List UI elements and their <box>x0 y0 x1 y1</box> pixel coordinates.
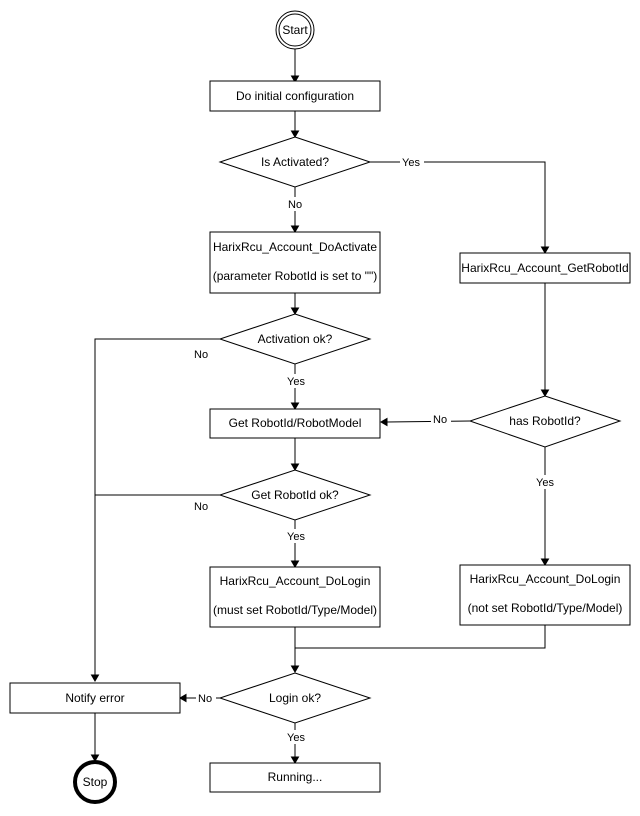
arrowhead <box>90 674 100 682</box>
edge-is-activated-yes <box>370 161 546 247</box>
arrowhead <box>540 558 550 566</box>
start-label: Start <box>282 23 308 37</box>
do-login-left-node: HarixRcu_Account_DoLogin (must set Robot… <box>209 566 381 628</box>
do-activate-label-2: (parameter RobotId is set to "") <box>213 269 378 283</box>
login-ok-label: Login ok? <box>269 691 321 705</box>
do-login-left-label-2: (must set RobotId/Type/Model) <box>213 603 377 617</box>
stop-label: Stop <box>83 775 108 789</box>
do-activate-label-1: HarixRcu_Account_DoActivate <box>213 240 377 254</box>
do-login-right-label-2: (not set RobotId/Type/Model) <box>468 601 623 615</box>
label-has-robotid-no: No <box>433 414 447 426</box>
initial-config-node: Do initial configuration <box>209 80 381 112</box>
label-activation-ok-yes: Yes <box>287 376 305 388</box>
arrowhead <box>290 75 300 83</box>
start-node: Start <box>275 10 315 50</box>
initial-config-label: Do initial configuration <box>236 89 354 103</box>
label-login-ok-no: No <box>198 693 212 705</box>
label-get-robotid-ok-yes: Yes <box>287 531 305 543</box>
do-login-right-node: HarixRcu_Account_DoLogin (not set RobotI… <box>459 564 631 626</box>
stop-node: Stop <box>73 760 117 804</box>
get-robot-id-ok-decision: Get RobotId ok? <box>218 469 372 521</box>
get-robotid-model-label: Get RobotId/RobotModel <box>229 416 362 430</box>
arrowhead <box>380 417 388 427</box>
arrowhead <box>290 463 300 471</box>
label-is-activated-no: No <box>288 199 302 211</box>
has-robot-id-label: has RobotId? <box>509 414 581 428</box>
get-robot-id-right-label: HarixRcu_Account_GetRobotId <box>461 261 628 275</box>
get-robot-id-right-node: HarixRcu_Account_GetRobotId <box>459 252 631 284</box>
arrowhead <box>290 560 300 568</box>
arrowhead <box>290 225 300 233</box>
activation-ok-decision: Activation ok? <box>218 313 372 365</box>
has-robot-id-decision: has RobotId? <box>468 395 622 448</box>
edge-activation-ok-no <box>94 338 220 675</box>
arrowhead <box>290 307 300 315</box>
edge-labels: Yes No No Yes No Yes No Yes No Yes <box>194 155 558 744</box>
label-activation-ok-no: No <box>194 349 208 361</box>
arrowhead <box>179 693 187 703</box>
arrowhead <box>540 389 550 397</box>
arrowhead <box>290 665 300 673</box>
running-label: Running... <box>268 770 323 784</box>
do-login-right-label-1: HarixRcu_Account_DoLogin <box>470 572 621 586</box>
running-node: Running... <box>209 762 381 793</box>
edge-login-right-merge <box>295 625 546 649</box>
login-ok-decision: Login ok? <box>218 672 372 724</box>
label-has-robotid-yes: Yes <box>536 477 554 489</box>
notify-error-node: Notify error <box>9 682 181 714</box>
arrowhead <box>90 754 100 762</box>
edge-has-robotid-no <box>386 420 471 423</box>
do-activate-node: HarixRcu_Account_DoActivate (parameter R… <box>209 231 381 294</box>
arrowhead <box>290 756 300 764</box>
is-activated-label: Is Activated? <box>261 155 329 169</box>
label-get-robotid-ok-no: No <box>194 501 208 513</box>
arrowhead <box>540 246 550 254</box>
do-login-left-label-1: HarixRcu_Account_DoLogin <box>220 574 371 588</box>
connectors <box>90 49 550 764</box>
activation-ok-label: Activation ok? <box>258 332 333 346</box>
notify-error-label: Notify error <box>65 691 124 705</box>
label-is-activated-yes: Yes <box>402 157 420 169</box>
label-login-ok-yes: Yes <box>287 732 305 744</box>
arrowhead <box>290 402 300 410</box>
is-activated-decision: Is Activated? <box>218 136 372 188</box>
arrowhead <box>290 130 300 138</box>
get-robot-id-ok-label: Get RobotId ok? <box>251 488 339 502</box>
get-robotid-model-node: Get RobotId/RobotModel <box>209 408 381 439</box>
